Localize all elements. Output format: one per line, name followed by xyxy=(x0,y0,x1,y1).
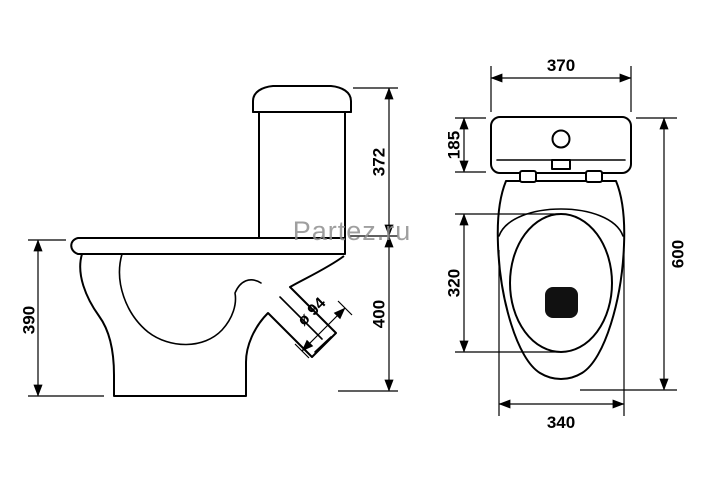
opening-length-label: 320 xyxy=(445,269,464,297)
top-cistern xyxy=(490,116,632,174)
watermark-text: Partez.ru xyxy=(293,216,412,246)
top-view-group: 370 185 320 600 340 xyxy=(445,56,688,432)
side-cistern-lid xyxy=(252,85,352,113)
side-extension-lines xyxy=(28,87,398,397)
seat-hinge-right xyxy=(585,170,603,183)
outlet-height-label: 400 xyxy=(370,300,389,328)
top-bowl-outline xyxy=(496,180,626,380)
side-bowl-outline xyxy=(79,253,345,397)
seat-hinge-left xyxy=(519,170,537,183)
side-cistern-body xyxy=(258,111,346,239)
top-drain xyxy=(545,287,578,318)
cistern-height-label: 372 xyxy=(370,148,389,176)
flush-button-icon xyxy=(551,129,571,149)
cistern-width-label: 370 xyxy=(547,56,575,75)
cistern-depth-label: 185 xyxy=(445,131,464,159)
top-cistern-lid-tab xyxy=(551,159,571,170)
side-seat-rim xyxy=(70,237,346,255)
base-width-label: 340 xyxy=(547,413,575,432)
top-seat-back-arc xyxy=(498,208,624,237)
total-depth-label: 600 xyxy=(669,240,688,268)
side-view-group: 372 400 390 ø 94 xyxy=(20,85,398,397)
side-bowl-inner-cavity xyxy=(118,253,262,346)
dim-line-outlet-diameter xyxy=(301,307,346,352)
top-extension-lines xyxy=(455,66,677,416)
top-seat-opening xyxy=(509,213,613,353)
bowl-height-label: 390 xyxy=(20,306,39,334)
